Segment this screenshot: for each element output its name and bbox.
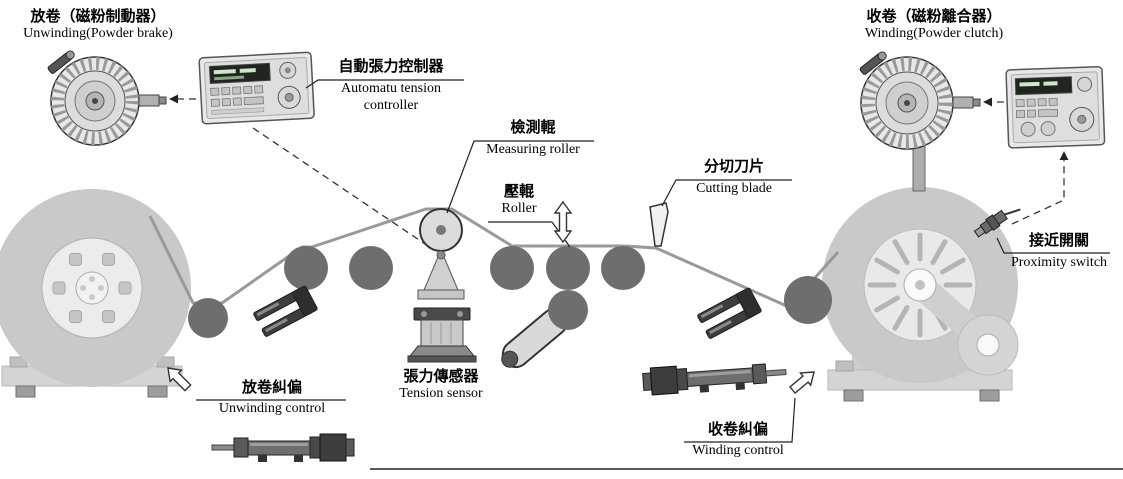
controller-buttons	[1015, 97, 1059, 119]
label-pressure-roller: 壓輥 Roller	[490, 183, 548, 218]
proximity-switch-device	[973, 208, 1021, 238]
unwinding-machine	[0, 189, 191, 398]
edge-sensor-right	[697, 287, 762, 339]
powder-clutch	[859, 51, 981, 192]
control-links	[169, 94, 1069, 247]
label-unwinding-control-en: Unwinding control	[218, 401, 326, 416]
edge-sensor-left	[253, 285, 318, 337]
roller	[284, 246, 328, 290]
roller	[784, 276, 832, 324]
label-proximity-switch: 接近開關 Proximity switch	[1000, 232, 1118, 272]
link-proximity-to-controller	[1011, 151, 1069, 225]
label-cutting-blade-zh: 分切刀片	[703, 158, 764, 175]
label-measuring-roller-zh: 檢測輥	[510, 119, 556, 136]
label-proximity-switch-zh: 接近開關	[1028, 232, 1089, 249]
roller	[490, 246, 534, 290]
label-cutting-blade-en: Cutting blade	[696, 181, 772, 196]
brake-lever	[47, 50, 75, 74]
label-unwinding-control: 放卷糾偏 Unwinding control	[198, 379, 346, 418]
label-tension-sensor-en: Tension sensor	[399, 386, 483, 401]
roller	[349, 246, 393, 290]
label-pressure-roller-zh: 壓輥	[503, 183, 534, 200]
winding-machine	[822, 187, 1019, 402]
label-winding-control-en: Winding control	[692, 443, 784, 458]
label-winding-control: 收卷糾偏 Winding control	[684, 421, 792, 460]
arrow-pressure-roller	[553, 200, 573, 244]
label-unwinding-title: 放卷（磁粉制動器） Unwinding(Powder brake)	[2, 8, 194, 43]
controller-buttons	[210, 85, 264, 107]
label-winding-control-zh: 收卷糾偏	[707, 421, 768, 438]
label-tension-controller-zh: 自動張力控制器	[338, 58, 444, 75]
label-tension-controller-en2: controller	[363, 97, 419, 113]
label-tension-sensor-zh: 張力傳感器	[403, 368, 479, 385]
winding-controller-device	[1005, 66, 1106, 149]
label-winding-title-zh: 收卷（磁粉離合器）	[866, 8, 1002, 25]
roller	[546, 246, 590, 290]
arrow-unwind-guide	[167, 367, 192, 392]
link-controller-to-sensor	[252, 127, 429, 247]
roller	[188, 298, 228, 338]
cutting-blade-shape	[649, 202, 669, 247]
measuring-roller-assembly	[417, 208, 465, 300]
arrow-wind-guide	[788, 371, 815, 395]
guide-actuator-right	[642, 363, 787, 396]
label-winding-title: 收卷（磁粉離合器） Winding(Powder clutch)	[842, 8, 1026, 43]
label-unwinding-title-en: Unwinding(Powder brake)	[23, 26, 173, 41]
label-winding-title-en: Winding(Powder clutch)	[864, 26, 1004, 41]
label-tension-sensor: 張力傳感器 Tension sensor	[388, 368, 494, 403]
pressure-roller	[548, 290, 588, 330]
tension-sensor-device	[407, 307, 477, 363]
label-tension-controller: 自動張力控制器 Automatu tension controller	[316, 58, 466, 115]
label-measuring-roller: 檢測輥 Measuring roller	[472, 119, 594, 159]
motion-arrows	[167, 200, 815, 395]
label-cutting-blade: 分切刀片 Cutting blade	[676, 158, 792, 198]
guide-actuator-left	[211, 433, 355, 462]
label-tension-controller-en1: Automatu tension	[341, 81, 441, 96]
label-unwinding-title-zh: 放卷（磁粉制動器）	[30, 8, 166, 25]
roller	[601, 246, 645, 290]
clutch-lever	[859, 51, 887, 75]
tension-controller-device	[198, 51, 315, 125]
powder-brake	[47, 50, 167, 146]
label-measuring-roller-en: Measuring roller	[486, 142, 580, 157]
label-pressure-roller-en: Roller	[501, 201, 537, 216]
label-unwinding-control-zh: 放卷糾偏	[241, 379, 302, 396]
guide-rollers	[188, 246, 832, 338]
label-proximity-switch-en: Proximity switch	[1010, 255, 1108, 270]
leader-lines	[196, 79, 1110, 443]
